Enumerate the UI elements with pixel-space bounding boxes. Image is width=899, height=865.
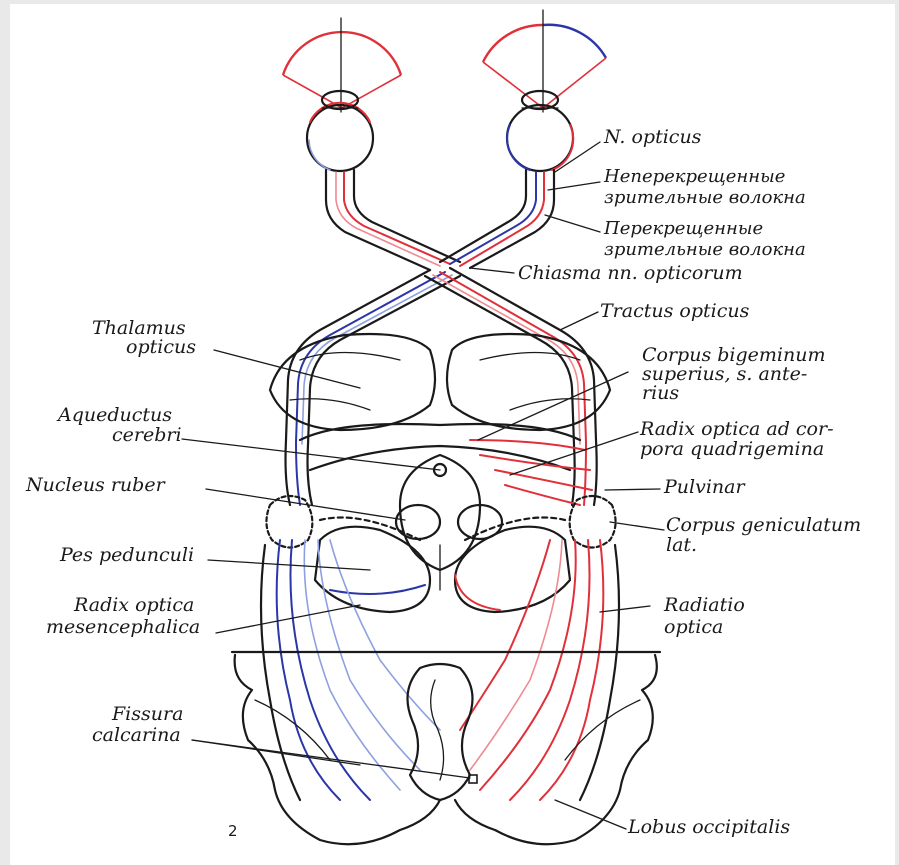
optic-nerve-right [440,170,554,268]
label-fissura-2: calcarina [92,726,181,745]
label-crossed-1: Перекрещенные [604,220,763,238]
label-uncrossed-1: Неперекрещенные [604,168,785,186]
label-aqueductus-1: Aqueductus [58,406,172,425]
optic-nerve-left [326,170,460,270]
label-radix-mesencephalica-1: Radix optica [74,596,194,615]
label-radiatio-2: optica [664,618,723,637]
radiatio-left [261,540,440,800]
visual-field-left [283,18,401,112]
radiatio-right [460,540,619,800]
label-pulvinar: Pulvinar [664,478,745,497]
label-radiatio-1: Radiatio [664,596,745,615]
label-n-opticus: N. opticus [604,128,701,147]
label-fissura-1: Fissura [112,705,183,724]
label-corpus-geniculatum-1: Corpus geniculatum [666,516,861,535]
label-crossed-2: зрительные волокна [604,241,806,259]
label-chiasma: Chiasma nn. opticorum [518,264,743,283]
label-aqueductus-2: cerebri [112,426,182,445]
label-corpus-geniculatum-2: lat. [666,536,697,555]
right-eye [507,91,573,171]
occipital-section [232,652,660,844]
label-thalamus-2: opticus [126,338,196,357]
label-nucleus-ruber: Nucleus ruber [26,476,165,495]
label-radix-mesencephalica-2: mesencephalica [46,618,200,637]
left-eye [307,91,373,171]
label-corpus-bigeminum-3: rius [642,384,679,403]
pes-pedunculi-right [455,518,570,613]
thalamus-left [270,334,435,430]
label-pes-pedunculi: Pes pedunculi [60,546,194,565]
figure-number: 2 [228,822,238,841]
label-tractus: Tractus opticus [600,302,749,321]
visual-field-right [483,10,606,112]
label-lobus-occipitalis: Lobus occipitalis [628,818,790,837]
label-uncrossed-2: зрительные волокна [604,189,806,207]
pes-pedunculi-left [315,518,430,613]
label-radix-quadrigemina-2: pora quadrigemina [640,440,824,459]
label-radix-quadrigemina-1: Radix optica ad cor- [640,420,834,439]
midbrain [300,424,580,590]
